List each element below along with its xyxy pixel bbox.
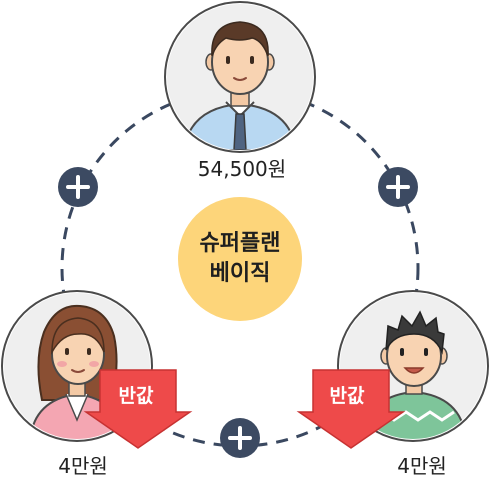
half-price-arrow-right: [296, 369, 406, 449]
avatar-man: [164, 1, 316, 153]
plan-name: 슈퍼플랜 베이직: [178, 197, 302, 321]
half-price-label-left: 반값: [118, 385, 154, 407]
amount-label-top: 54,500원: [186, 157, 298, 181]
plus-icon: [220, 418, 260, 458]
plus-icon: [58, 167, 98, 207]
amount-text-right: 4만원: [397, 454, 447, 478]
half-price-label-right: 반값: [329, 385, 365, 407]
amount-label-left: 4만원: [40, 454, 126, 478]
plan-name-line1: 슈퍼플랜: [199, 231, 281, 256]
amount-text-top: 54,500원: [197, 157, 287, 181]
half-price-arrow-left: [83, 369, 193, 449]
center-circle: [178, 197, 302, 321]
plan-name-line2: 베이직: [209, 261, 271, 286]
amount-label-right: 4만원: [379, 454, 465, 478]
plus-icon: [378, 167, 418, 207]
amount-text-left: 4만원: [58, 454, 108, 478]
